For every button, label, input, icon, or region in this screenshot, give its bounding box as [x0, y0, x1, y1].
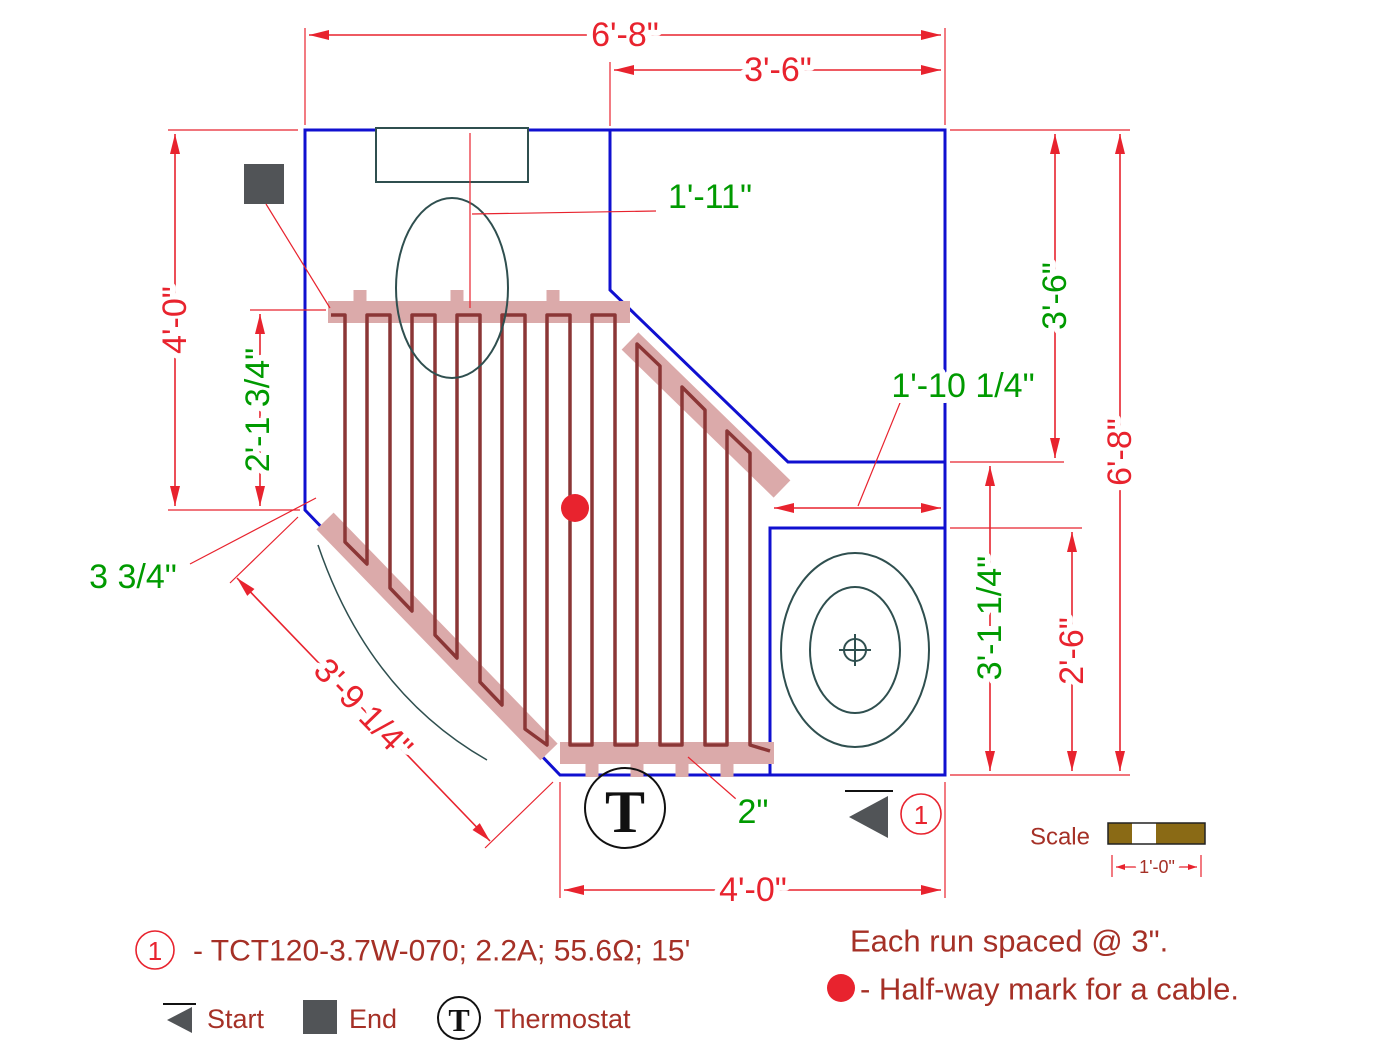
legend-thermostat-symbol: T [448, 1002, 469, 1038]
dimension-label: 4'-0" [156, 286, 194, 354]
extension-lines [950, 129, 1130, 776]
scale-value: 1'-0" [1139, 857, 1175, 877]
annotation-bottom-gap: 2" [687, 756, 774, 837]
dimension-top-right-width: 3'-6" [609, 45, 941, 126]
walls [303, 128, 947, 777]
end-icon [303, 1000, 337, 1034]
legend: 1 - TCT120-3.7W-070; 2.2A; 55.6Ω; 15' St… [135, 930, 690, 1040]
dimension-label: 2" [738, 793, 769, 831]
dimension-top-width: 6'-8" [304, 10, 946, 125]
scale-bar-segment [1108, 823, 1132, 844]
dimension-label: 1'-10 1/4" [891, 367, 1034, 405]
extension-lines [168, 129, 300, 511]
tub-enclosure-wall [768, 526, 945, 775]
halfway-legend-dot [827, 974, 855, 1002]
dimension-tub-height: 2'-6" [1047, 532, 1097, 771]
thermostat-symbol-plan: T [584, 767, 666, 849]
dimension-label: 2'-1 3/4" [239, 348, 277, 472]
leader-line [857, 397, 903, 507]
thermostat-circle [584, 767, 666, 849]
dimension-label: 3'-6" [1036, 262, 1074, 330]
dimension-label: 6'-8" [591, 16, 659, 54]
note-spacing: Each run spaced @ 3". [850, 924, 1168, 959]
extension-lines-right [950, 129, 1130, 776]
legend-end-label: End [349, 1004, 397, 1034]
dimension-label: 3'-1 1/4" [971, 556, 1009, 680]
end-marker-leader [265, 203, 331, 309]
toilet-bowl [395, 197, 509, 379]
note-halfway: - Half-way mark for a cable. [860, 972, 1239, 1007]
dimension-right-total-height: 6'-8" [1095, 134, 1145, 771]
drain-crosshair [839, 634, 871, 666]
legend-cable-spec: - TCT120-3.7W-070; 2.2A; 55.6Ω; 15' [193, 935, 690, 968]
mat-stubs-top [353, 290, 560, 302]
legend-thermostat-label: Thermostat [494, 1004, 631, 1034]
end-square-icon [244, 164, 284, 204]
annotation-corner-offset: 3 3/4" [83, 497, 317, 602]
start-marker-plan: 1 [845, 790, 942, 838]
start-triangle-icon [849, 796, 888, 838]
legend-circuit-bubble [135, 930, 175, 970]
dimension-line [236, 577, 491, 842]
dimension-label: 1'-11" [668, 178, 752, 216]
end-marker-plan [244, 164, 331, 309]
room-outline [303, 128, 947, 777]
dimension-label: 6'-8" [1101, 418, 1139, 486]
scale-ticks [1111, 855, 1202, 877]
start-icon [167, 1007, 192, 1033]
leader-line [471, 210, 657, 215]
annotation-toilet-centerline: 1'-11" [469, 133, 758, 308]
dimension-label: 4'-0" [719, 871, 787, 909]
scale-bar-segment [1132, 823, 1156, 844]
dimension-label: 3'-6" [744, 51, 812, 89]
dimension-left-height: 4'-0" [150, 129, 300, 511]
dimension-recess-width: 1'-10 1/4" [774, 361, 1041, 513]
legend-start-label: Start [207, 1004, 265, 1034]
leader-line [189, 497, 317, 565]
dimension-tub-area-height: 3'-1 1/4" [965, 466, 1015, 771]
thermostat-letter: T [605, 779, 645, 845]
dimension-label: 2'-6" [1053, 617, 1091, 685]
dimension-right-upper-height: 3'-6" [1030, 134, 1080, 458]
scale-bar-segment [1156, 823, 1205, 844]
notes: Each run spaced @ 3". - Half-way mark fo… [827, 924, 1239, 1007]
circuit-bubble [900, 793, 942, 835]
dimension-cable-offset-left: 2'-1 3/4" [233, 309, 326, 506]
toilet-tank [375, 127, 529, 183]
partition-wall [608, 130, 945, 464]
dimension-bottom-width: 4'-0" [559, 782, 946, 915]
scale-label: Scale [1030, 824, 1090, 851]
bathtub [780, 552, 930, 748]
circuit-bubble-number: 1 [914, 800, 928, 830]
halfway-mark-dot [561, 494, 589, 522]
scale-bar-frame [1107, 822, 1206, 845]
extension-lines [559, 782, 946, 898]
extension-lines [229, 516, 554, 849]
extension-lines [304, 28, 946, 125]
legend-circuit-number: 1 [148, 936, 162, 966]
thermostat-icon [437, 996, 481, 1040]
dimension-label: 3 3/4" [89, 558, 177, 596]
leader-line [687, 756, 737, 800]
